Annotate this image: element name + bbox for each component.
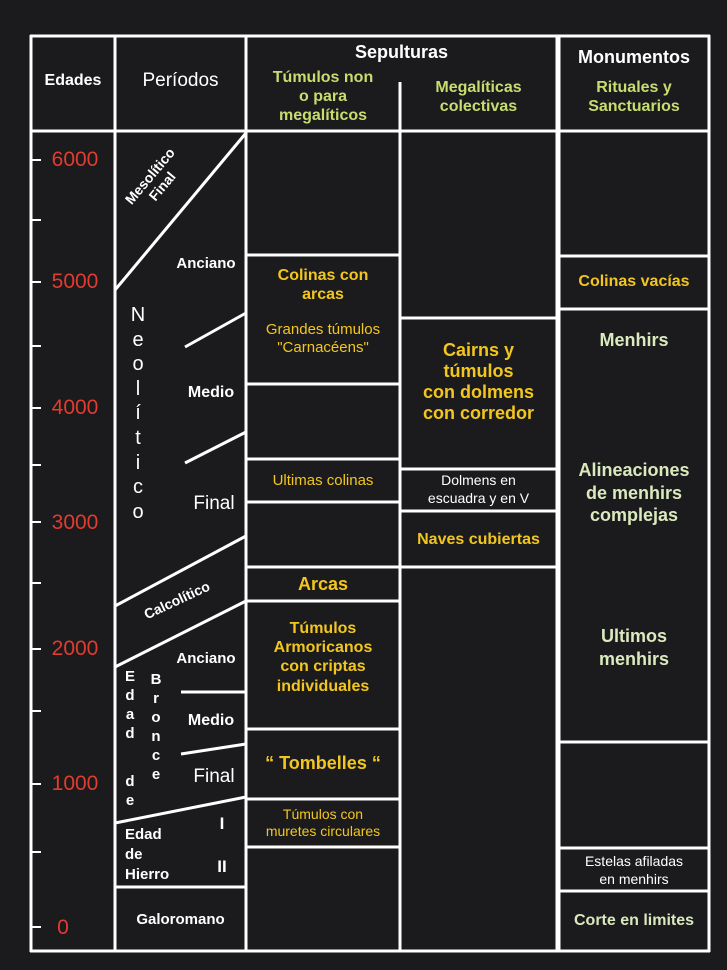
header-sepulturas: Sepulturas <box>354 42 449 62</box>
cell-dolmens: Dolmens en escuadra y en V <box>427 472 530 506</box>
cell-estelas: Estelas afiladas en menhirs <box>584 853 684 887</box>
period-hierro: Edad de Hierro <box>125 826 170 883</box>
cell-muretes: Túmulos con muretes circulares <box>265 806 381 839</box>
cell-armoricanos: Túmulos Armoricanos con criptas individu… <box>273 620 373 695</box>
cell-menhirs: Menhirs <box>599 330 669 350</box>
cell-naves: Naves cubiertas <box>417 531 540 548</box>
period-de-letters: d e <box>125 773 135 809</box>
header-monumentos: Monumentos <box>578 47 690 67</box>
age-label-3000: 3000 <box>51 511 99 534</box>
age-label-6000: 6000 <box>51 148 99 171</box>
cell-ultimos-menhirs: Ultimos menhirs <box>598 626 670 669</box>
period-neo-final: Final <box>193 493 235 514</box>
period-neo-medio: Medio <box>187 384 235 401</box>
period-bronce-final: Final <box>193 766 235 787</box>
header-rituales: Rituales y Sanctuarios <box>588 79 680 116</box>
period-bronce-letters: B r o n c e <box>150 671 162 783</box>
cell-corte: Corte en limites <box>573 912 695 929</box>
header-tumulos: Túmulos non o para megalíticos <box>272 69 374 125</box>
header-megaliticas: Megalíticas colectivas <box>435 79 522 116</box>
header-periodos: Períodos <box>142 70 219 91</box>
header-edades: Edades <box>44 72 102 89</box>
cell-tombelles: “ Tombelles “ <box>265 753 381 773</box>
period-edad-letters: E d a d <box>124 668 135 742</box>
cell-cairns: Cairns y túmulos con dolmens con corredo… <box>422 340 535 424</box>
cell-arcas: Arcas <box>297 574 349 594</box>
age-label-4000: 4000 <box>51 396 99 419</box>
cell-colinas-vacias: Colinas vacías <box>578 273 690 290</box>
age-label-0: 0 <box>57 916 69 939</box>
period-hierro-i: I <box>219 814 225 833</box>
cell-ultimas-colinas: Ultimas colinas <box>272 472 374 489</box>
cell-colinas-arcas: Colinas con arcas <box>277 267 369 304</box>
period-galoromano: Galoromano <box>136 911 225 928</box>
period-neolitico: N e o l í t i c o <box>130 304 146 523</box>
period-neo-anciano: Anciano <box>176 255 236 272</box>
age-label-5000: 5000 <box>51 270 99 293</box>
age-label-2000: 2000 <box>51 637 99 660</box>
period-bronce-medio: Medio <box>187 712 235 729</box>
period-hierro-ii: II <box>217 857 227 876</box>
period-bronce-anciano: Anciano <box>176 650 236 667</box>
cell-grandes-tumulos: Grandes túmulos "Carnacéens" <box>265 321 381 356</box>
age-label-1000: 1000 <box>51 772 99 795</box>
cell-alineaciones: Alineaciones de menhirs complejas <box>578 460 690 525</box>
